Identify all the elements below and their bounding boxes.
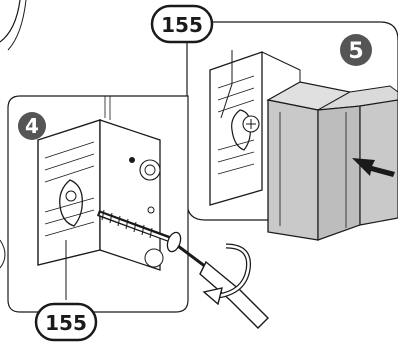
screw-icon (96, 209, 182, 253)
screwdriver-icon (177, 244, 269, 329)
step4-panel: 4 (7, 95, 269, 329)
part-label-155-step5: 155 (150, 4, 214, 44)
callout-line-5 (220, 50, 233, 119)
step5-number: 5 (348, 39, 363, 64)
corner-piece-icon (266, 81, 398, 241)
svg-text:155: 155 (45, 311, 87, 335)
step5-panel: 5 (186, 21, 398, 241)
rotation-arrow-icon (202, 243, 252, 306)
part-label-155-step4: 155 (34, 302, 98, 342)
step4-badge (18, 112, 46, 140)
svg-text:155: 155 (161, 13, 203, 37)
bracket-icon (209, 51, 263, 206)
left-edge-curve (0, 239, 6, 269)
bracket-icon (37, 119, 101, 266)
push-arrow-icon (352, 158, 395, 177)
step5-badge (340, 34, 372, 66)
partial-curve (0, 0, 21, 43)
partial-curve-2 (7, 0, 27, 51)
step4-number: 4 (25, 114, 39, 138)
